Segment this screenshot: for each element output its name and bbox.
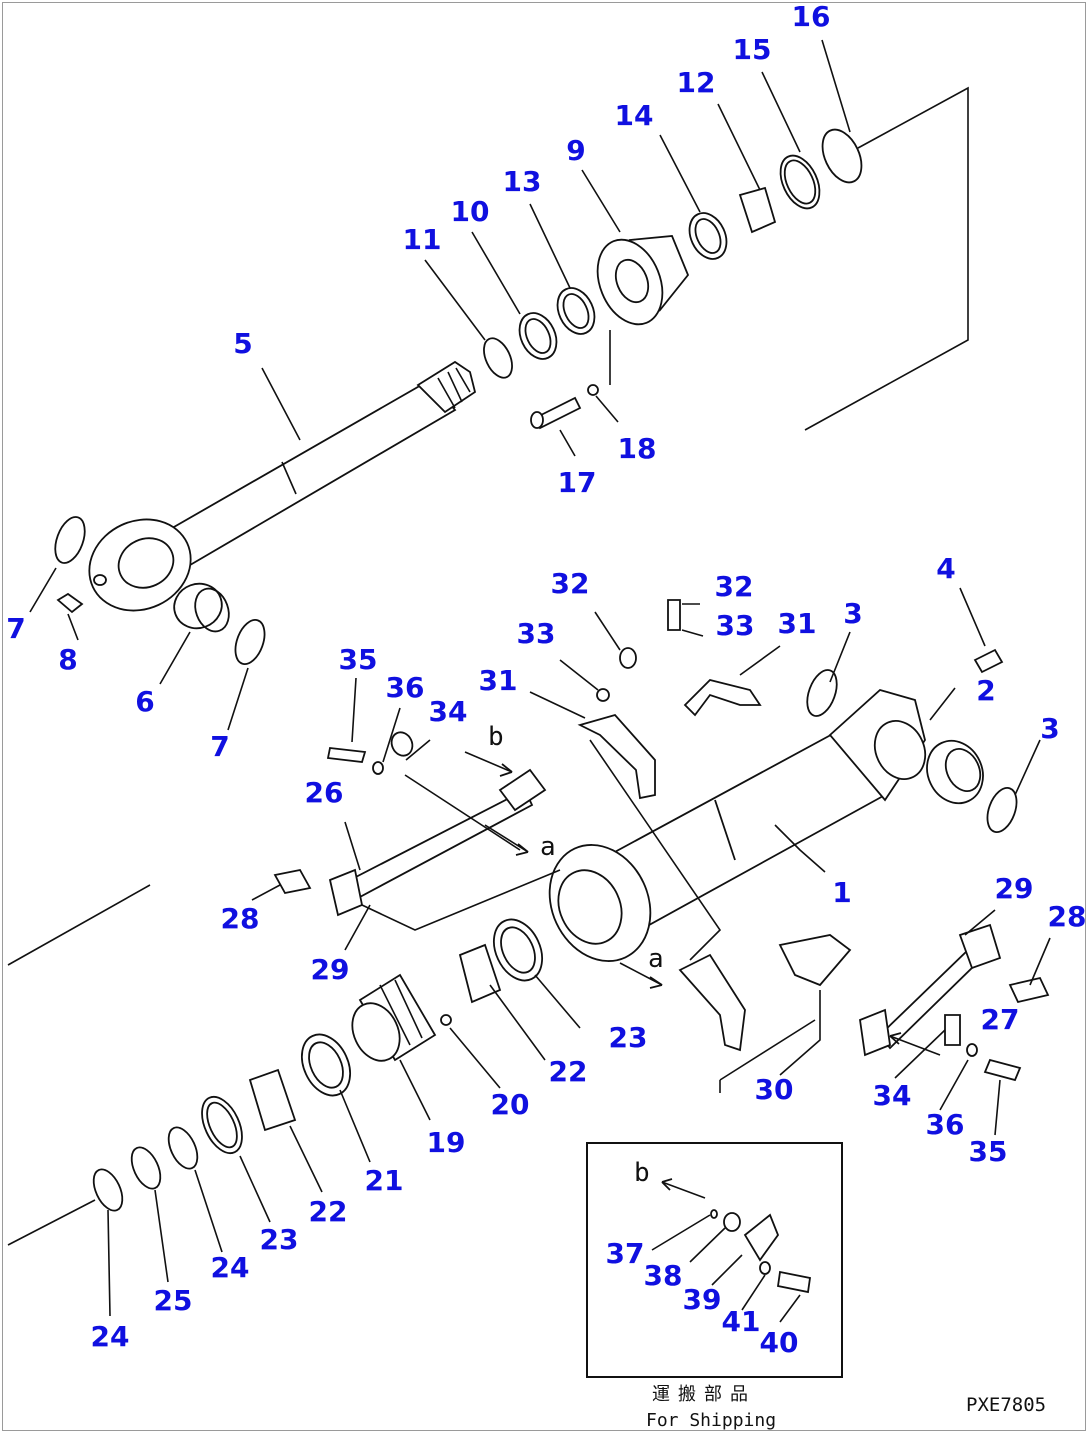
label-3-upper: 3 <box>843 597 863 630</box>
label-38: 38 <box>643 1259 683 1292</box>
label-7-upper: 7 <box>6 612 26 645</box>
label-32-right: 32 <box>714 570 754 603</box>
arrow-letter-b-shipping: b <box>634 1158 650 1188</box>
piston-parts <box>92 918 543 1212</box>
label-36-right: 36 <box>925 1108 965 1141</box>
label-4: 4 <box>936 552 956 585</box>
shipping-detail-parts <box>710 1209 812 1294</box>
label-35-left: 35 <box>338 643 378 676</box>
label-28-right: 28 <box>1047 900 1087 933</box>
clamps-31 <box>577 599 852 1052</box>
label-36-left: 36 <box>385 671 425 704</box>
label-11: 11 <box>402 223 442 256</box>
caption-jp: 運搬部品 <box>652 1384 756 1405</box>
section-lines <box>7 86 969 1246</box>
label-28-left: 28 <box>220 902 260 935</box>
label-13: 13 <box>502 165 542 198</box>
label-6: 6 <box>135 685 155 718</box>
label-37: 37 <box>605 1237 645 1270</box>
label-35-right: 35 <box>968 1135 1008 1168</box>
label-27: 27 <box>980 1003 1020 1036</box>
label-32-left: 32 <box>550 567 590 600</box>
label-41: 41 <box>721 1305 761 1338</box>
label-10: 10 <box>450 195 490 228</box>
label-26: 26 <box>304 776 344 809</box>
rod-end-parts <box>54 516 266 665</box>
label-30: 30 <box>754 1073 794 1106</box>
label-24-middle: 24 <box>210 1251 250 1284</box>
label-34-upper: 34 <box>428 695 468 728</box>
label-33-right: 33 <box>715 609 755 642</box>
label-1: 1 <box>832 876 852 909</box>
arrow-letter-a-lower: a <box>648 944 664 974</box>
label-2: 2 <box>976 674 996 707</box>
pipe-27 <box>859 923 1050 1082</box>
label-18: 18 <box>617 432 657 465</box>
label-19: 19 <box>426 1126 466 1159</box>
cylinder-head-parts <box>483 128 863 430</box>
piston-rod-5 <box>88 360 477 612</box>
label-12: 12 <box>676 66 716 99</box>
label-17: 17 <box>557 466 597 499</box>
pipe-26 <box>273 731 547 917</box>
label-21: 21 <box>364 1164 404 1197</box>
label-39: 39 <box>682 1283 722 1316</box>
cylinder-tube-1 <box>548 648 1018 962</box>
label-23-upper: 23 <box>608 1021 648 1054</box>
label-40: 40 <box>759 1326 799 1359</box>
label-16: 16 <box>791 0 831 33</box>
reference-arrows <box>464 751 941 1199</box>
label-31-right: 31 <box>777 607 817 640</box>
label-20: 20 <box>490 1088 530 1121</box>
arrow-letter-a-upper: a <box>540 832 556 862</box>
arrow-letter-b-upper: b <box>488 722 504 752</box>
label-5: 5 <box>233 327 253 360</box>
label-29-right: 29 <box>994 872 1034 905</box>
label-3-lower: 3 <box>1040 712 1060 745</box>
label-34-lower: 34 <box>872 1079 912 1112</box>
label-33-left: 33 <box>516 617 556 650</box>
label-29-left: 29 <box>310 953 350 986</box>
leader-lines <box>29 39 1051 1323</box>
label-15: 15 <box>732 33 772 66</box>
label-24-lower: 24 <box>90 1320 130 1353</box>
drawing-code: PXE7805 <box>966 1394 1047 1416</box>
for-shipping-detail-box <box>586 1142 843 1378</box>
label-7-lower: 7 <box>210 730 230 763</box>
label-9: 9 <box>566 134 586 167</box>
label-22-upper: 22 <box>548 1055 588 1088</box>
label-8: 8 <box>58 643 78 676</box>
caption-en: For Shipping <box>646 1410 777 1431</box>
label-14: 14 <box>614 99 654 132</box>
label-23-lower: 23 <box>259 1223 299 1256</box>
label-31-left: 31 <box>478 664 518 697</box>
label-22-lower: 22 <box>308 1195 348 1228</box>
label-25: 25 <box>153 1284 193 1317</box>
